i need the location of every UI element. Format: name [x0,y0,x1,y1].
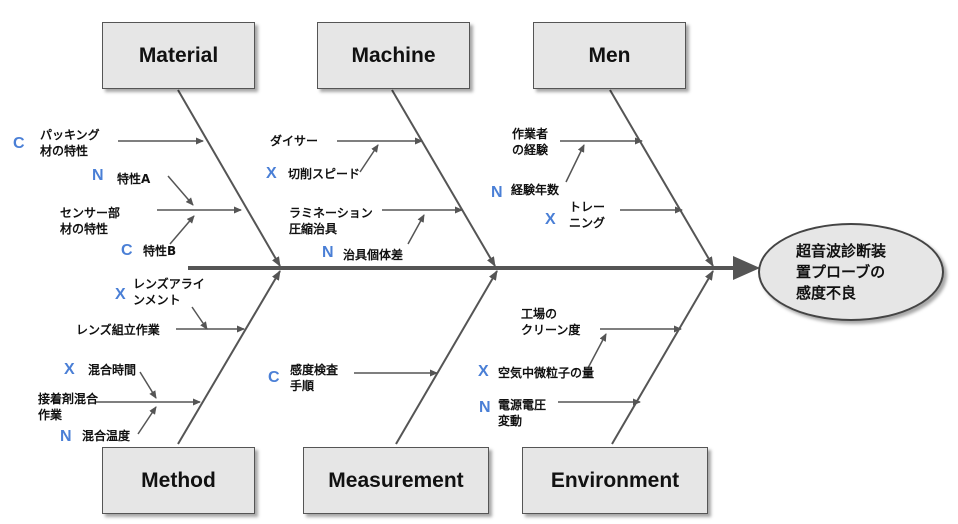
tag-training: X [545,211,556,228]
cause-trait-a: 特性A [117,172,151,186]
bone-machine [391,89,496,267]
tag-sensitivity-check: C [268,369,280,386]
cause-voltage: 電源電圧 変動 [498,398,547,428]
arrow-cut-speed [359,144,379,173]
cause-jig-diff: 治具個体差 [343,248,404,262]
effect-ellipse: 超音波診断装 置プローブの 感度不良 [758,223,944,321]
cause-mix-temp: 混合温度 [82,429,131,443]
category-measurement: Measurement [303,447,489,514]
cause-mix-time: 混合時間 [88,363,137,377]
tag-lens-align: X [115,286,126,303]
bone-men [609,89,714,267]
tag-jig-diff: N [322,244,334,261]
cause-sensitivity-check: 感度検査 手順 [290,363,339,393]
cause-factory-clean: 工場の クリーン度 [521,307,581,337]
effect-label: 超音波診断装 置プローブの 感度不良 [796,241,887,302]
cause-training: トレー ニング [569,200,606,230]
cause-cut-speed: 切削スピード [288,167,361,181]
bone-material [177,89,281,267]
category-material: Material [102,22,255,89]
tag-packing: C [13,135,25,152]
arrow-air-particles [587,333,607,369]
tag-exp-years: N [491,184,503,201]
bone-method [177,270,281,445]
cause-air-particles: 空気中微粒子の量 [498,366,595,380]
cause-exp-years: 経験年数 [511,183,560,197]
cause-sensor-part: センサー部 材の特性 [60,206,121,236]
cause-lens-align: レンズアライ ンメント [133,277,205,307]
arrow-trait-b [169,215,195,245]
tag-trait-a: N [92,167,104,184]
cause-lamination: ラミネーション 圧縮治具 [289,206,373,236]
cause-lens-assembly: レンズ組立作業 [76,323,160,337]
tag-mix-temp: N [60,428,72,445]
tag-trait-b: C [121,242,133,259]
cause-packing: パッキング 材の特性 [40,128,100,158]
arrow-mix-time [139,371,157,399]
cause-adhesive-mix: 接着剤混合 作業 [38,392,99,422]
category-men: Men [533,22,686,89]
tag-mix-time: X [64,361,75,378]
arrow-lens-align [191,306,208,330]
cause-worker-exp: 作業者 の経験 [512,127,549,157]
category-environment: Environment [522,447,708,514]
arrow-exp-years [565,144,585,183]
arrow-trait-a [167,175,194,206]
tag-voltage: N [479,399,491,416]
tag-cut-speed: X [266,165,277,182]
category-machine: Machine [317,22,470,89]
cause-dicer: ダイサー [270,134,319,148]
tag-air-particles: X [478,363,489,380]
spine-arrowhead [733,256,760,280]
arrow-jig-diff [407,214,425,245]
arrow-mix-temp [137,406,157,435]
bone-measurement [395,270,498,445]
cause-trait-b: 特性B [143,244,177,258]
bone-environment [611,270,714,445]
category-method: Method [102,447,255,514]
